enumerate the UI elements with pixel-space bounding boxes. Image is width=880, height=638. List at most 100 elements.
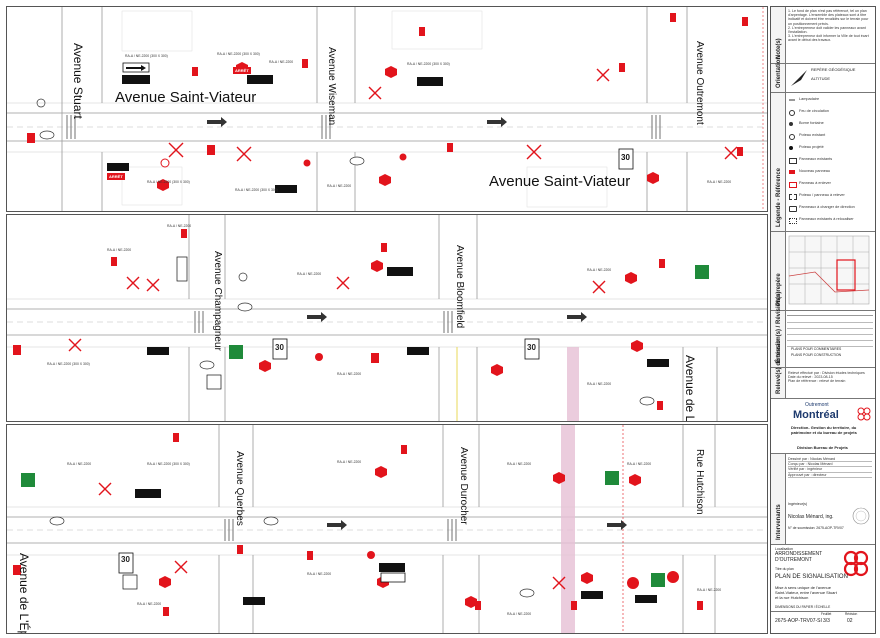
legend-item: Poteau projeté [799, 145, 824, 149]
note-1: 1. Le fond de plan n'est pas référencé, … [788, 9, 869, 26]
legend-item: Feu de circulation [799, 109, 829, 113]
speed-sign: 30 [121, 555, 130, 564]
svg-text:RA-A / NE-2200 (300 X 300): RA-A / NE-2200 (300 X 300) [235, 188, 278, 192]
legend-item: Panneaux à changer de direction [799, 205, 855, 209]
svg-text:RA-A / NE-2200: RA-A / NE-2200 [507, 612, 531, 616]
revision-number: 02 [847, 618, 853, 624]
svg-text:RA-A / NE-2200: RA-A / NE-2200 [627, 462, 651, 466]
street-label: Avenue Saint-Viateur [489, 173, 631, 190]
key-map [785, 232, 875, 311]
svg-text:RA-A / NE-2200 (300 X 300): RA-A / NE-2200 (300 X 300) [407, 62, 450, 66]
survey-row: Plan de référence : relevé de terrain [788, 379, 846, 384]
montreal-flower-logo-icon [843, 550, 869, 577]
person-row: Vérifié par : ingénieur [788, 467, 872, 473]
survey-section: Relevé effectué par : Division études te… [785, 368, 875, 399]
street-label: Avenue Querbes [234, 451, 245, 526]
svg-text:RA-A / NE-2200: RA-A / NE-2200 [337, 460, 361, 464]
plan-panel-1: RA-A / NE-2200 (300 X 300) RA-A / NE-220… [6, 6, 768, 212]
svg-text:RA-A / NE-2200: RA-A / NE-2200 [327, 184, 351, 188]
plan-panel-3: RA-A / NE-2200 RA-A / NE-2200 (300 X 300… [6, 424, 768, 634]
engineer-label: Ingénieur(s) [788, 502, 808, 506]
project-description: Mise à sens unique de l'avenue Saint-Via… [775, 585, 837, 600]
location-label: Localisation [775, 547, 793, 551]
orientation-label: REPÈRE GÉODÉSIQUE [811, 67, 856, 72]
notes-section: 1. Le fond de plan n'est pas référencé, … [785, 7, 875, 64]
street-label: Avenue Champagneur [212, 251, 223, 351]
tab-legende: Légende - Référence [771, 93, 786, 232]
orientation-sub: ALTITUDE [811, 76, 831, 81]
panel-existing-icon [789, 158, 797, 164]
tab-orientation: Orientation [771, 56, 786, 93]
arret-sign: ARRÊT [233, 67, 251, 74]
traffic-light-icon [789, 110, 795, 116]
street-label: Rue Hutchison [694, 449, 705, 515]
tab-emissions: Émission(s) / Révision(s) [771, 292, 786, 368]
legend-item: Lampadaire [799, 97, 820, 101]
title-block: Note(s) 1. Le fond de plan n'est pas réf… [770, 6, 876, 634]
street-label: Avenue de L'Épée [683, 355, 697, 422]
legend-item: Poteau existant [799, 133, 826, 137]
borough-label: ARRONDISSEMENT D'OUTREMONT [775, 551, 823, 563]
svg-text:RA-A / NE-2200 (300 X 300): RA-A / NE-2200 (300 X 300) [147, 462, 190, 466]
panel-3-drawing: RA-A / NE-2200 RA-A / NE-2200 (300 X 300… [7, 425, 767, 633]
pole-existing-icon [789, 134, 795, 140]
montreal-rose-icon [857, 407, 871, 421]
panel-1-drawing: RA-A / NE-2200 (300 X 300) RA-A / NE-220… [7, 7, 767, 211]
svg-text:RA-A / NE-2200: RA-A / NE-2200 [697, 588, 721, 592]
brand-logo: Montréal [793, 409, 839, 421]
division-label: Division Bureau de Projets [797, 445, 848, 450]
legend-item: Borne fontaine [799, 121, 824, 125]
revision-label: Révision [845, 612, 858, 616]
svg-text:RA-A / NE-2200: RA-A / NE-2200 [707, 180, 731, 184]
street-label: Avenue Durocher [458, 447, 469, 525]
note-2: 2. L'entrepreneur doit valider les panne… [788, 25, 866, 35]
hydrant-icon [789, 122, 793, 126]
plan-title-label: Titre du plan [775, 567, 794, 571]
svg-text:RA-A / NE-2200: RA-A / NE-2200 [297, 272, 321, 276]
legend-section: Lampadaire Feu de circulation Borne font… [785, 93, 875, 232]
legend-item: Panneaux existants [799, 157, 833, 161]
revision-row: PLANS POUR CONSTRUCTION [791, 353, 842, 357]
lampadaire-icon [789, 99, 795, 101]
svg-text:RA-A / NE-2200: RA-A / NE-2200 [137, 602, 161, 606]
street-label: Avenue Bloomfield [454, 245, 465, 329]
panel-2-drawing: RA-A / NE-2200 RA-A / NE-2200 RA-A / NE-… [7, 215, 767, 421]
speed-sign: 30 [621, 153, 630, 162]
svg-text:RA-A / NE-2200 (300 X 300): RA-A / NE-2200 (300 X 300) [47, 362, 90, 366]
orientation-section: REPÈRE GÉODÉSIQUE ALTITUDE [785, 64, 875, 93]
sheet-label: Feuillet [821, 612, 832, 616]
engineer-number: N° de soumission: 2675-AOP-TRV07 [788, 526, 844, 530]
plan-title: PLAN DE SIGNALISATION [775, 574, 848, 580]
svg-text:RA-A / NE-2200 (300 X 300): RA-A / NE-2200 (300 X 300) [125, 54, 168, 58]
project-section: Localisation ARRONDISSEMENT D'OUTREMONT … [771, 545, 875, 631]
stop-sign [157, 179, 169, 191]
people-section: Dessiné par : Nicolas Ménard Conçu par :… [785, 454, 875, 545]
plan-number: 2675-AOP-TRV07-SI [775, 618, 822, 624]
speed-sign: 30 [275, 343, 284, 352]
legend-item: Panneau à enlever [799, 181, 831, 185]
key-map-drawing [788, 235, 870, 305]
survey-row: Relevé effectué par : Division études te… [788, 371, 865, 375]
revision-row: PLANS POUR COMMENTAIRES [791, 347, 842, 351]
panel-new-icon [789, 170, 795, 174]
person-row: Conçu par : Nicolas Ménard [788, 462, 872, 468]
street-label: Avenue Saint-Viateur [115, 89, 257, 106]
legend-item: Poteau / panneau à relever [799, 193, 845, 197]
svg-text:RA-A / NE-2200: RA-A / NE-2200 [67, 462, 91, 466]
brand-small: Outremont [805, 402, 829, 408]
panel-raise-icon [789, 194, 797, 200]
speed-sign: 30 [527, 343, 536, 352]
panel-rotate-icon [789, 206, 797, 212]
revisions-section: PLANS POUR COMMENTAIRES PLANS POUR CONST… [785, 311, 875, 368]
svg-text:RA-A / NE-2200: RA-A / NE-2200 [167, 224, 191, 228]
panel-remove-icon [789, 182, 797, 188]
svg-text:RA-A / NE-2200: RA-A / NE-2200 [337, 372, 361, 376]
person-row: Dessiné par : Nicolas Ménard [788, 457, 872, 463]
svg-text:RA-A / NE-2200: RA-A / NE-2200 [507, 462, 531, 466]
paper-scale-label: DIMENSIONS DU PAPIER / ÉCHELLE [775, 605, 831, 609]
svg-text:RA-A / NE-2200 (300 X 300): RA-A / NE-2200 (300 X 300) [217, 52, 260, 56]
panel-relocate-icon [789, 218, 797, 224]
street-label: Avenue Outremont [694, 41, 705, 125]
street-label: Avenue de L'Épée [17, 553, 31, 634]
svg-text:RA-A / NE-2200: RA-A / NE-2200 [307, 572, 331, 576]
